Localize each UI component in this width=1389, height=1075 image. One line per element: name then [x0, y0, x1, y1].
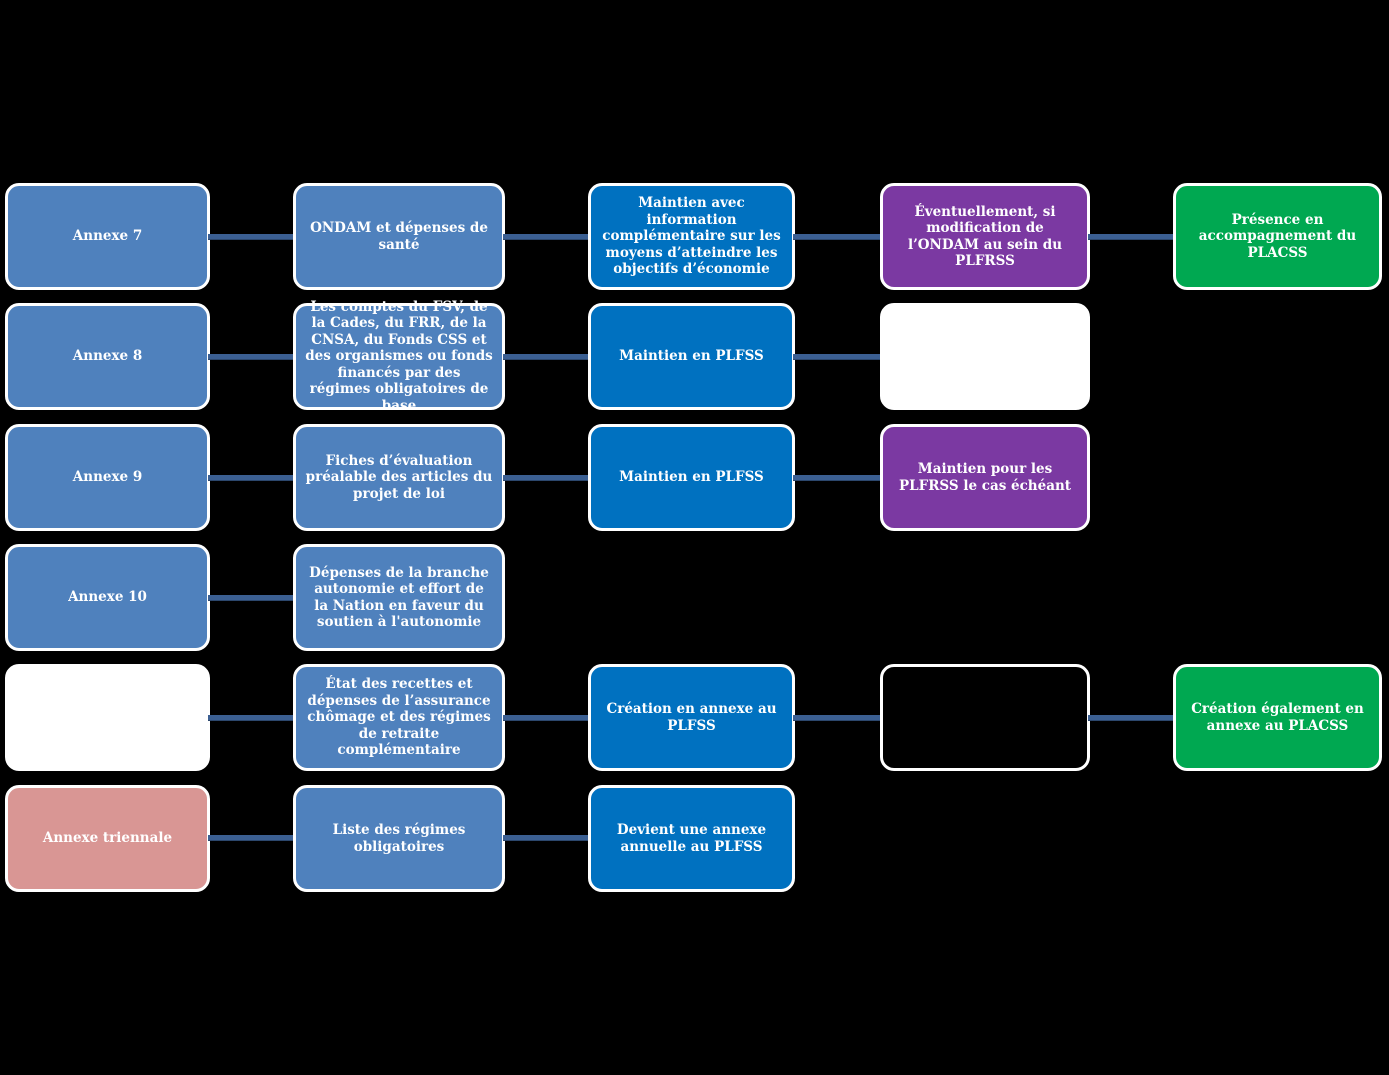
node-annexe-7: Annexe 7 [5, 183, 210, 290]
node-label: État des recettes et dépenses de l’assur… [307, 676, 491, 759]
node-label: Les comptes du FSV, de la Cades, du FRR,… [305, 298, 493, 414]
node-fiches-evaluation-prealable: Fiches d’évaluation préalable des articl… [293, 424, 505, 531]
node-comptes-fsv-cades-frr: Les comptes du FSV, de la Cades, du FRR,… [293, 299, 505, 414]
node-label: ONDAM et dépenses de santé [310, 220, 488, 253]
node-etat-recettes-depenses-chomage: État des recettes et dépenses de l’assur… [293, 664, 505, 771]
node-maintien-en-plfss-annexe8: Maintien en PLFSS [588, 303, 795, 410]
node-label: Maintien avec information complémentaire… [602, 195, 781, 278]
connector-line [208, 475, 295, 481]
node-annexe-10: Annexe 10 [5, 544, 210, 651]
connector-line [503, 475, 590, 481]
node-maintien-information-complementaire: Maintien avec information complémentaire… [588, 183, 795, 290]
connector-line [208, 234, 295, 240]
connector-line [208, 595, 295, 601]
node-label: Annexe 9 [72, 469, 143, 486]
node-devient-annexe-annuelle: Devient une annexe annuelle au PLFSS [588, 785, 795, 892]
node-label: Annexe triennale [42, 830, 173, 847]
connector-line [793, 715, 882, 721]
node-label: Annexe 10 [68, 589, 147, 606]
connector-line [503, 715, 590, 721]
connector-line [208, 715, 295, 721]
connector-line [1088, 715, 1175, 721]
node-creation-egalement-placss: Création également en annexe au PLACSS [1173, 664, 1382, 771]
node-annexe-9: Annexe 9 [5, 424, 210, 531]
node-label: Maintien pour les PLFRSS le cas échéant [898, 461, 1072, 494]
node-label: Dépenses de la branche autonomie et effo… [309, 564, 489, 630]
node-label: Présence en accompagnement du PLACSS [1198, 211, 1357, 261]
node-liste-regimes-obligatoires: Liste des régimes obligatoires [293, 785, 505, 892]
node-empty-white-left [5, 664, 210, 771]
connector-line [208, 835, 295, 841]
node-label: Maintien en PLFSS [619, 348, 764, 365]
node-empty-white-annexe8 [880, 303, 1090, 410]
node-label: Liste des régimes obligatoires [332, 822, 466, 855]
connector-line [503, 835, 590, 841]
node-label: Création en annexe au PLFSS [606, 701, 777, 734]
node-ondam-depenses-sante: ONDAM et dépenses de santé [293, 183, 505, 290]
node-empty-black [880, 664, 1090, 771]
node-depenses-branche-autonomie: Dépenses de la branche autonomie et effo… [293, 544, 505, 651]
node-label: Devient une annexe annuelle au PLFSS [616, 822, 767, 855]
node-label: Maintien en PLFSS [619, 469, 764, 486]
connector-line [793, 234, 882, 240]
node-annexe-8: Annexe 8 [5, 303, 210, 410]
node-label: Création également en annexe au PLACSS [1191, 701, 1364, 734]
node-creation-annexe-plfss: Création en annexe au PLFSS [588, 664, 795, 771]
node-label: Annexe 7 [72, 228, 143, 245]
node-eventuellement-modification-ondam: Éventuellement, si modification de l’OND… [880, 183, 1090, 290]
node-maintien-plfrss-cas-echeant: Maintien pour les PLFRSS le cas échéant [880, 424, 1090, 531]
connector-line [1088, 234, 1175, 240]
connector-line [208, 354, 295, 360]
node-label: Annexe 8 [72, 348, 143, 365]
connector-line [503, 354, 590, 360]
node-presence-accompagnement-placss: Présence en accompagnement du PLACSS [1173, 183, 1382, 290]
node-label: Éventuellement, si modification de l’OND… [907, 203, 1063, 269]
connector-line [793, 354, 882, 360]
node-label: Fiches d’évaluation préalable des articl… [305, 452, 493, 502]
node-annexe-triennale: Annexe triennale [5, 785, 210, 892]
connector-line [503, 234, 590, 240]
node-maintien-en-plfss-annexe9: Maintien en PLFSS [588, 424, 795, 531]
connector-line [793, 475, 882, 481]
